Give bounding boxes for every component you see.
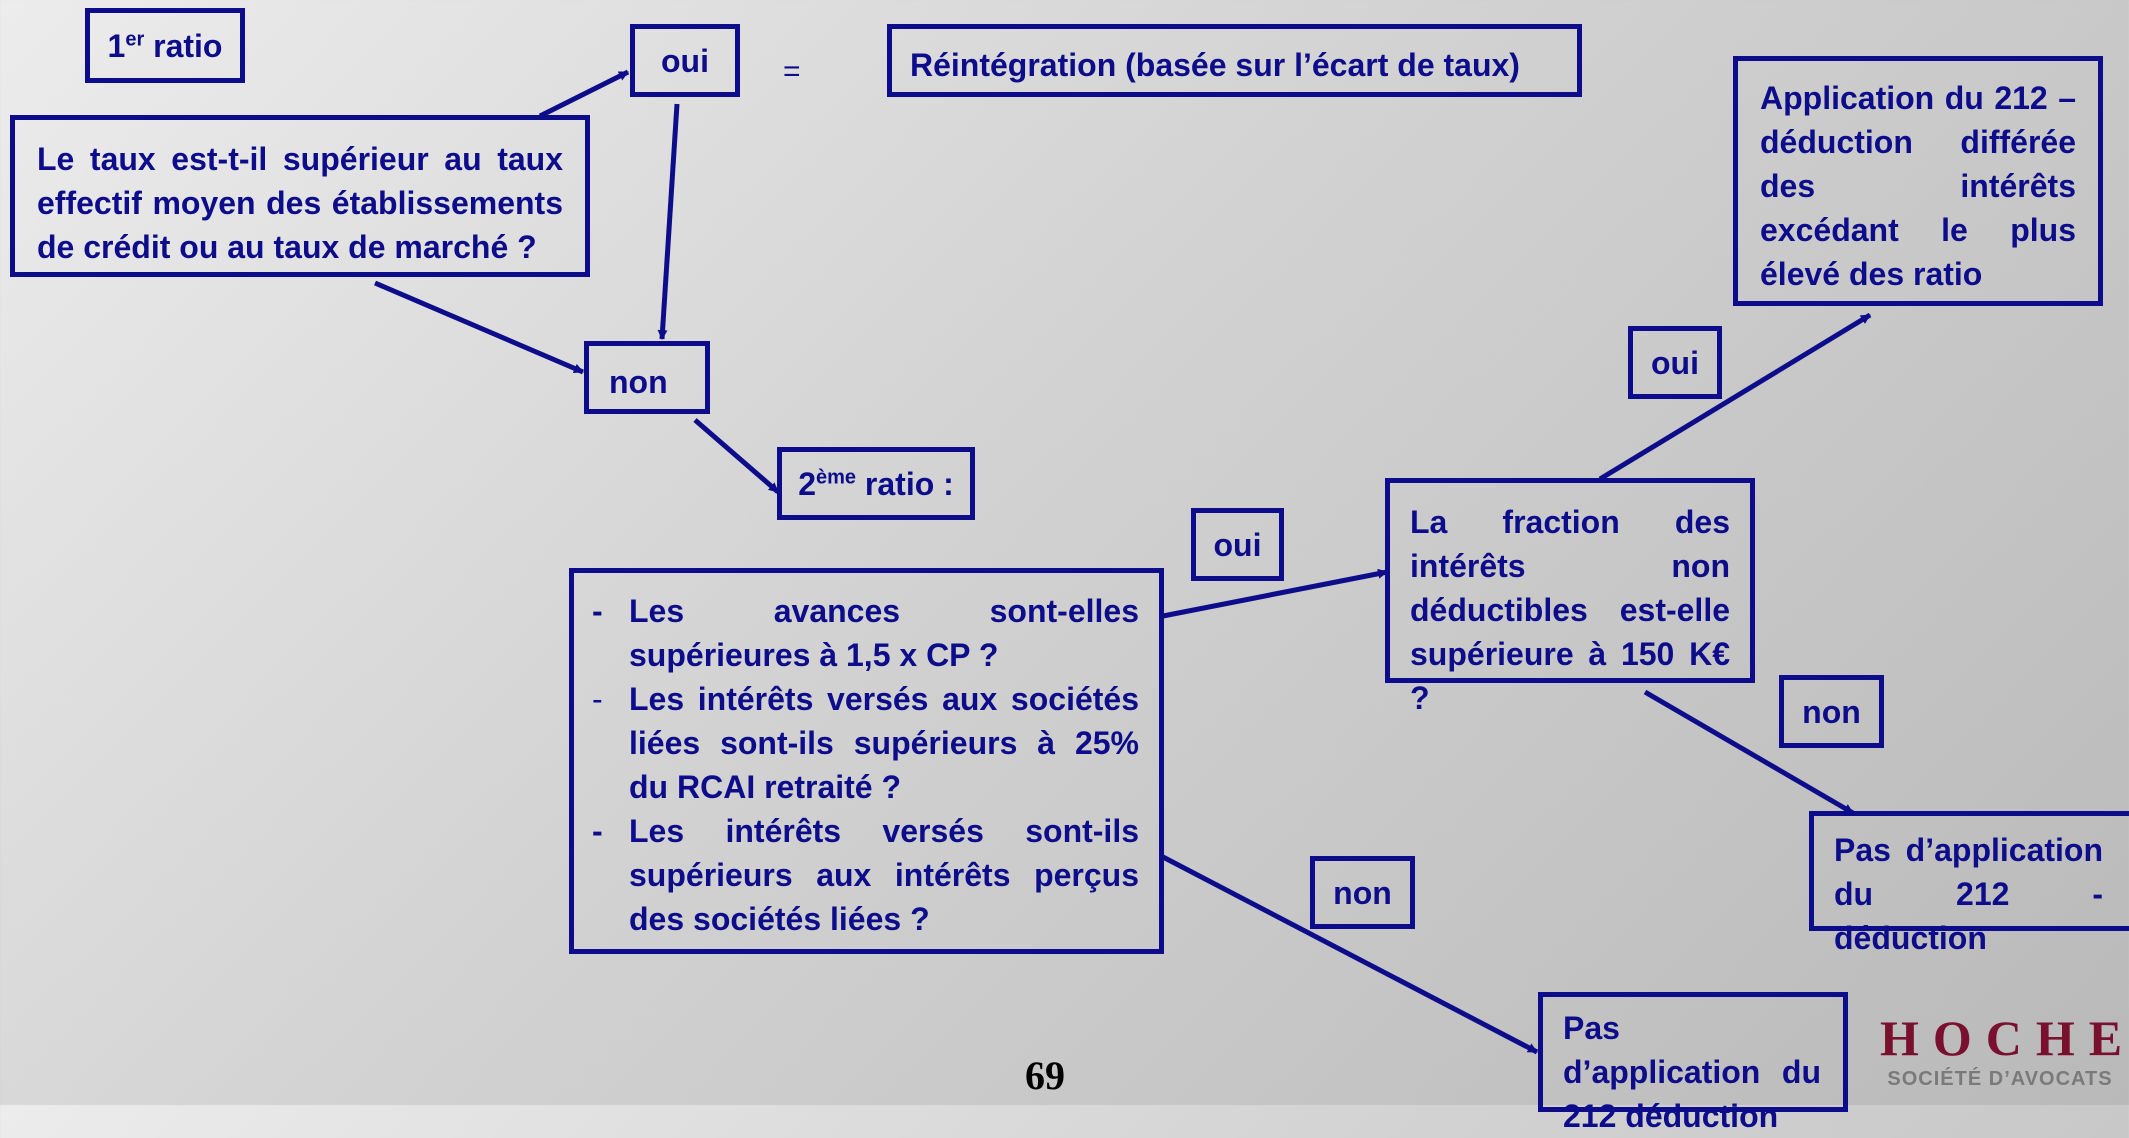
oui-label-2: oui [1213, 526, 1262, 563]
question-item-2: - Les intérêts versés aux sociétés liées… [574, 677, 1139, 809]
fraction-question-text: La fraction des intérêts non déductibles… [1410, 504, 1730, 716]
arrow-questions-to-fraction [1162, 568, 1388, 619]
application-212-box: Application du 212 – déduction différée … [1733, 56, 2103, 306]
arrow-question-to-non [374, 280, 584, 375]
non-label-3: non [1802, 693, 1861, 730]
arrow-fraction-to-no-application-right [1643, 689, 1855, 816]
oui-box-3: oui [1628, 326, 1722, 399]
question-bullet-3: - [592, 813, 603, 849]
flowchart: 1er ratio Le taux est-t-il supérieur au … [10, 8, 2129, 1134]
question-item-3: - Les intérêts versés sont-ils supérieur… [574, 809, 1139, 941]
questions-box: - Les avances sont-elles supérieures à 1… [569, 568, 1164, 954]
non-label-2: non [1333, 874, 1392, 911]
questions-list: - Les avances sont-elles supérieures à 1… [574, 589, 1139, 941]
non-box-2: non [1310, 856, 1415, 929]
first-ratio-label: 1er ratio [107, 27, 223, 64]
page-number: 69 [1025, 1053, 1065, 1098]
arrow-oui-to-non [657, 103, 680, 340]
connector-arrows [374, 69, 1872, 1055]
no-application-bottom-text: Pas d’application du 212 déduction [1563, 1010, 1821, 1134]
question-rate-box: Le taux est-t-il supérieur au taux effec… [10, 115, 590, 277]
application-212-text: Application du 212 – déduction différée … [1760, 80, 2076, 292]
question-item-1: - Les avances sont-elles supérieures à 1… [574, 589, 1139, 677]
oui-box-2: oui [1191, 508, 1284, 581]
logo-subtitle: SOCIÉTÉ D’AVOCATS [1887, 1068, 2113, 1090]
question-bullet-2: - [592, 681, 603, 717]
arrow-question-to-oui [538, 69, 630, 119]
question-rate-text: Le taux est-t-il supérieur au taux effec… [37, 141, 563, 265]
non-box-1: non [584, 341, 710, 414]
logo-name: HOCHE [1880, 1010, 2129, 1066]
reintegration-text: Réintégration (basée sur l’écart de taux… [910, 47, 1520, 83]
no-application-bottom-box: Pas d’application du 212 déduction [1538, 992, 1848, 1134]
arrow-questions-to-no-application-bottom [1161, 854, 1539, 1055]
second-ratio-box: 2ème ratio : [777, 447, 975, 520]
question-text-1: Les avances sont-elles supérieures à 1,5… [629, 593, 1139, 673]
question-text-2: Les intérêts versés aux sociétés liées s… [629, 681, 1139, 805]
equals-sign: = [783, 55, 801, 88]
non-box-3: non [1779, 675, 1884, 748]
oui-label-3: oui [1651, 344, 1699, 381]
arrow-fraction-to-application [1598, 312, 1872, 482]
arrow-non-to-second-ratio [693, 418, 780, 494]
question-text-3: Les intérêts versés sont-ils supérieurs … [629, 813, 1139, 937]
non-label-1: non [609, 364, 668, 400]
second-ratio-label: 2ème ratio : [798, 465, 954, 502]
reintegration-box: Réintégration (basée sur l’écart de taux… [887, 24, 1582, 97]
fraction-question-box: La fraction des intérêts non déductibles… [1385, 478, 1755, 716]
no-application-right-box: Pas d’application du 212 - déduction [1809, 811, 2129, 956]
no-application-right-text: Pas d’application du 212 - déduction [1834, 832, 2103, 956]
oui-label-1: oui [661, 42, 709, 79]
question-bullet-1: - [592, 593, 603, 629]
hoche-logo: HOCHE SOCIÉTÉ D’AVOCATS [1880, 1010, 2129, 1092]
first-ratio-box: 1er ratio [85, 8, 245, 83]
oui-box-1: oui [630, 24, 740, 97]
